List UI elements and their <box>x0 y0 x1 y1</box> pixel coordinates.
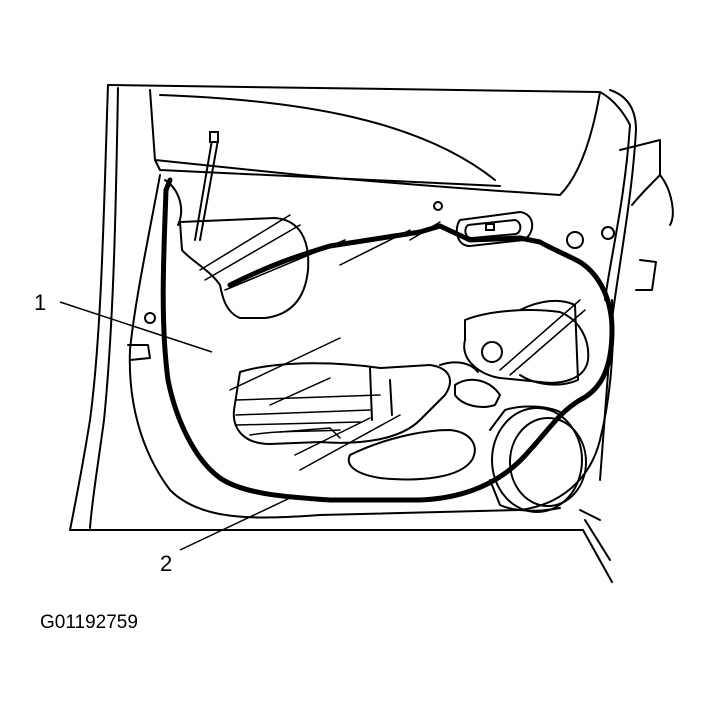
inner-panel <box>127 174 614 519</box>
callout-2: 2 <box>160 497 291 576</box>
window-frame <box>149 89 674 481</box>
speaker <box>489 405 587 513</box>
upper-access-opening <box>179 214 310 319</box>
lower-access-opening <box>232 362 451 445</box>
regulator-rod <box>194 131 219 241</box>
callout-2-label: 2 <box>160 551 172 576</box>
callout-1-label: 1 <box>34 290 46 315</box>
callout-1: 1 <box>34 290 213 353</box>
figure-id: G01192759 <box>40 612 138 633</box>
right-panel-features <box>144 201 615 481</box>
door-sealing-strip <box>160 177 615 503</box>
door-outer-frame <box>69 84 613 583</box>
glass-highlights <box>224 221 441 471</box>
